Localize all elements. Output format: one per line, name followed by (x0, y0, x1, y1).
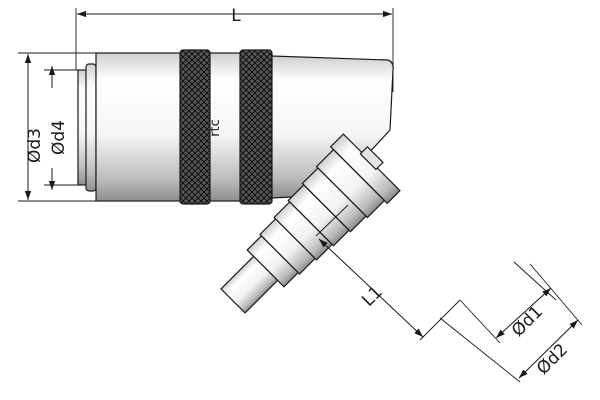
knurled-ring-rear (239, 49, 273, 205)
dim-d4-label: Ød4 (49, 120, 69, 155)
dim-d1-label: Ød1 (508, 302, 547, 341)
main-sleeve (95, 52, 185, 202)
dim-L-label: L (231, 6, 241, 26)
dim-L1-extension-top (315, 204, 349, 237)
dim-d3-label: Ød3 (25, 128, 45, 163)
rear-ring (85, 63, 97, 192)
knurled-ring-front (179, 49, 211, 205)
dim-L1-extension-bottom (419, 299, 461, 341)
dim-d1-extension-right (513, 261, 557, 301)
dim-d2-line (518, 319, 579, 379)
angled-cable-section (220, 133, 401, 314)
dim-L1-label: L1 (358, 282, 386, 310)
dim-d1-extension-left (459, 299, 501, 344)
dim-d2-extension-right (529, 263, 583, 326)
dim-d1-line (495, 287, 552, 339)
dim-L1-line (318, 238, 424, 338)
rtc-logo: rtc (208, 119, 223, 137)
angled-flange (359, 145, 384, 171)
dim-d2-label: Ød2 (533, 340, 572, 379)
cable (220, 255, 279, 314)
dim-d2-extension-left (439, 317, 521, 383)
